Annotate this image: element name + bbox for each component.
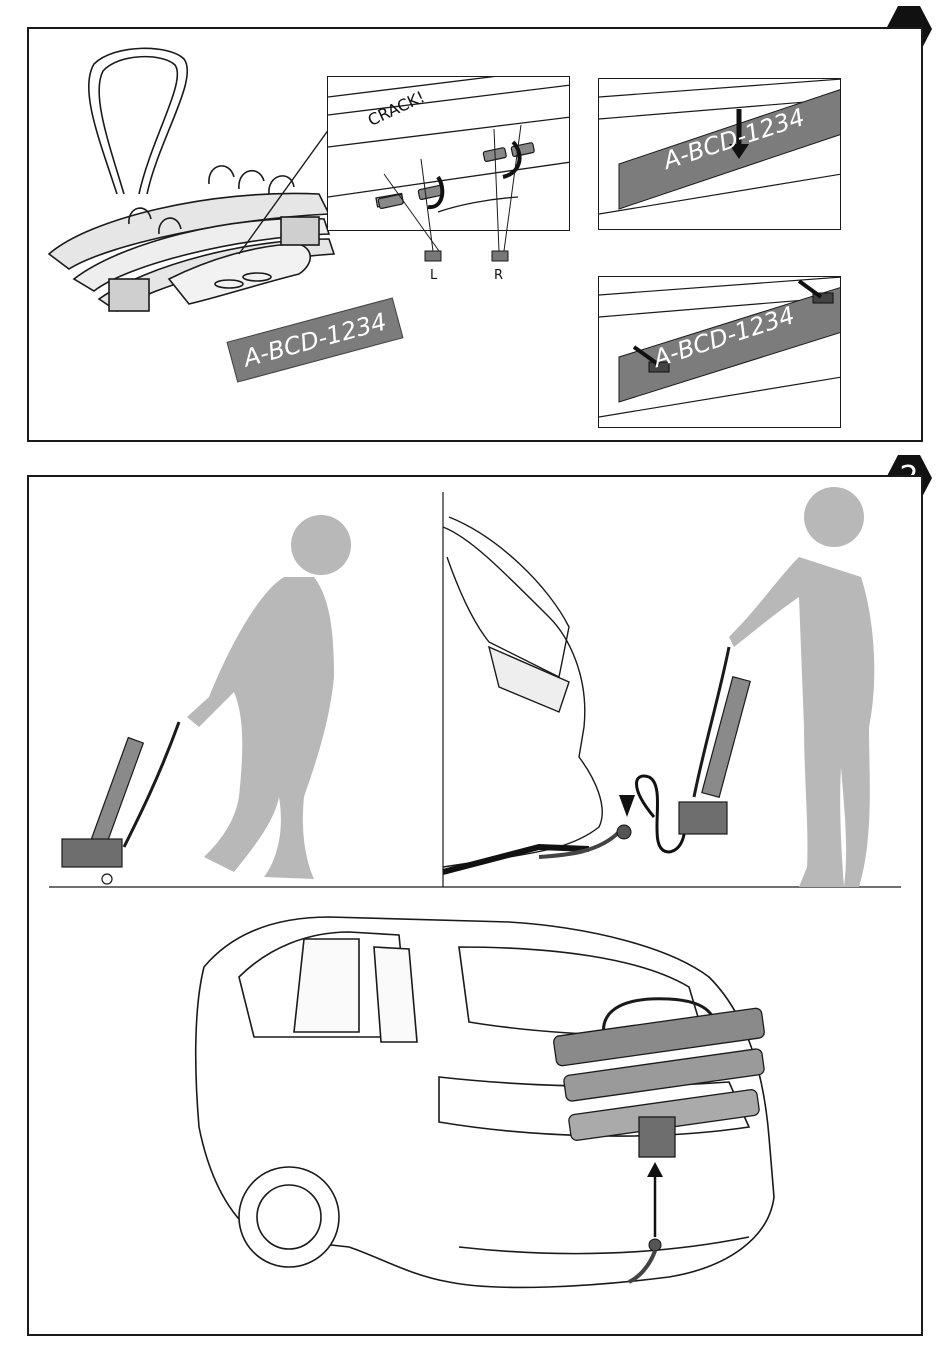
car-rear-detail [443, 517, 602, 867]
step-2-panel [27, 475, 923, 1336]
arrow-down-icon [619, 795, 635, 817]
person-silhouette-right [729, 487, 874, 887]
detail-plate-insert: A-BCD-1234 [598, 78, 841, 230]
arrow-up-icon [647, 1162, 663, 1177]
mounting-illustration [29, 477, 925, 1338]
step-1-panel: A-BCD-1234 CRACK! [27, 27, 923, 442]
left-clip-label: L [430, 268, 437, 283]
detail-plate-clips: A-BCD-1234 [598, 276, 841, 428]
right-clip-label: R [494, 268, 503, 283]
bike-carrier-mounted [553, 999, 765, 1157]
tow-ball-icon [617, 825, 631, 839]
folded-carrier-right [679, 647, 750, 834]
detail-crack-view: CRACK! [327, 76, 570, 231]
person-silhouette-left [187, 515, 351, 879]
tow-ball-bottom-icon [649, 1239, 661, 1251]
folded-carrier-left [62, 722, 179, 884]
detail-drawing [328, 77, 570, 231]
